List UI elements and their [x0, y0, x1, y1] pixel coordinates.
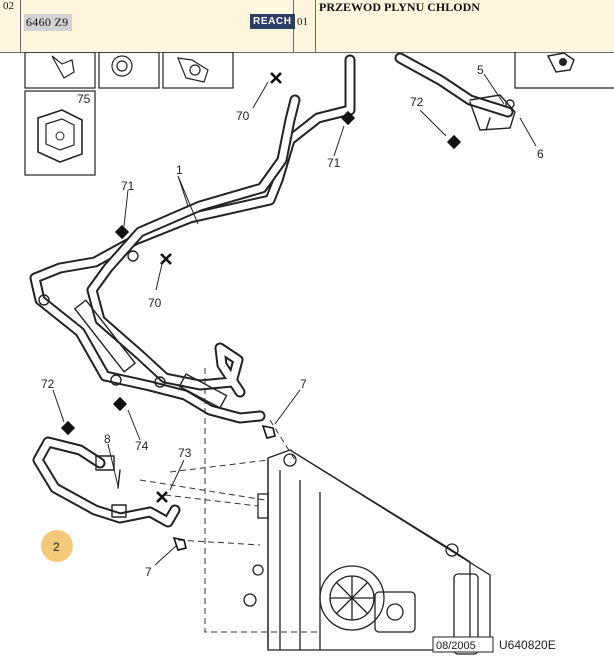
part-title: PRZEWOD PLYNU CHLODN: [319, 0, 480, 14]
callout-74[interactable]: 74: [135, 439, 149, 453]
callout-7b[interactable]: 7: [145, 565, 152, 579]
reference-dashes: [139, 368, 320, 633]
header-quantity: 01: [297, 16, 308, 28]
callout-labels: 1 2 5 6 7 7 8 70 70 71 71 72 72 73 74 75: [41, 63, 544, 579]
fastener-markers: [60, 71, 462, 551]
detail-inset-top: [24, 52, 234, 89]
drawing-ref-code: U640820E: [499, 638, 556, 652]
callout-1[interactable]: 1: [176, 163, 183, 177]
header-divider: [315, 0, 316, 52]
callout-73[interactable]: 73: [178, 446, 192, 460]
callout-71a[interactable]: 71: [121, 179, 135, 193]
callout-70a[interactable]: 70: [236, 109, 250, 123]
part-code[interactable]: 6460 Z9: [24, 14, 73, 31]
callout-72a[interactable]: 72: [410, 95, 424, 109]
callout-6[interactable]: 6: [537, 147, 544, 161]
condenser-assembly: [243, 449, 491, 655]
date-code: 08/2005: [436, 640, 476, 652]
pipe-upper-right: [394, 52, 516, 131]
callout-71b[interactable]: 71: [327, 156, 341, 170]
callout-5[interactable]: 5: [477, 63, 484, 77]
callout-leaders: [52, 73, 537, 566]
callout-7a[interactable]: 7: [300, 377, 307, 391]
reach-badge[interactable]: REACH: [250, 14, 295, 29]
highlight-marker[interactable]: [41, 530, 73, 562]
header-divider: [20, 0, 21, 52]
header-col-index: 02: [3, 0, 14, 12]
detail-inset-top-right: [514, 52, 614, 89]
detail-inset-75: [24, 90, 96, 176]
hose-2: [32, 436, 181, 528]
refrigerant-pipe-diagram: 1 2 5 6 7 7 8 70 70 71 71 72 72 73 74 75…: [24, 52, 614, 655]
drawing-reference: 08/2005 U640820E: [432, 636, 556, 653]
callout-8[interactable]: 8: [104, 432, 111, 446]
callout-75[interactable]: 75: [77, 92, 91, 106]
pipe-assembly-1: [29, 54, 356, 424]
part-header-row: 02 6460 Z9 REACH 01 PRZEWOD PLYNU CHLODN: [0, 0, 614, 53]
callout-2[interactable]: 2: [53, 540, 60, 554]
callout-70b[interactable]: 70: [148, 296, 162, 310]
callout-72b[interactable]: 72: [41, 377, 55, 391]
